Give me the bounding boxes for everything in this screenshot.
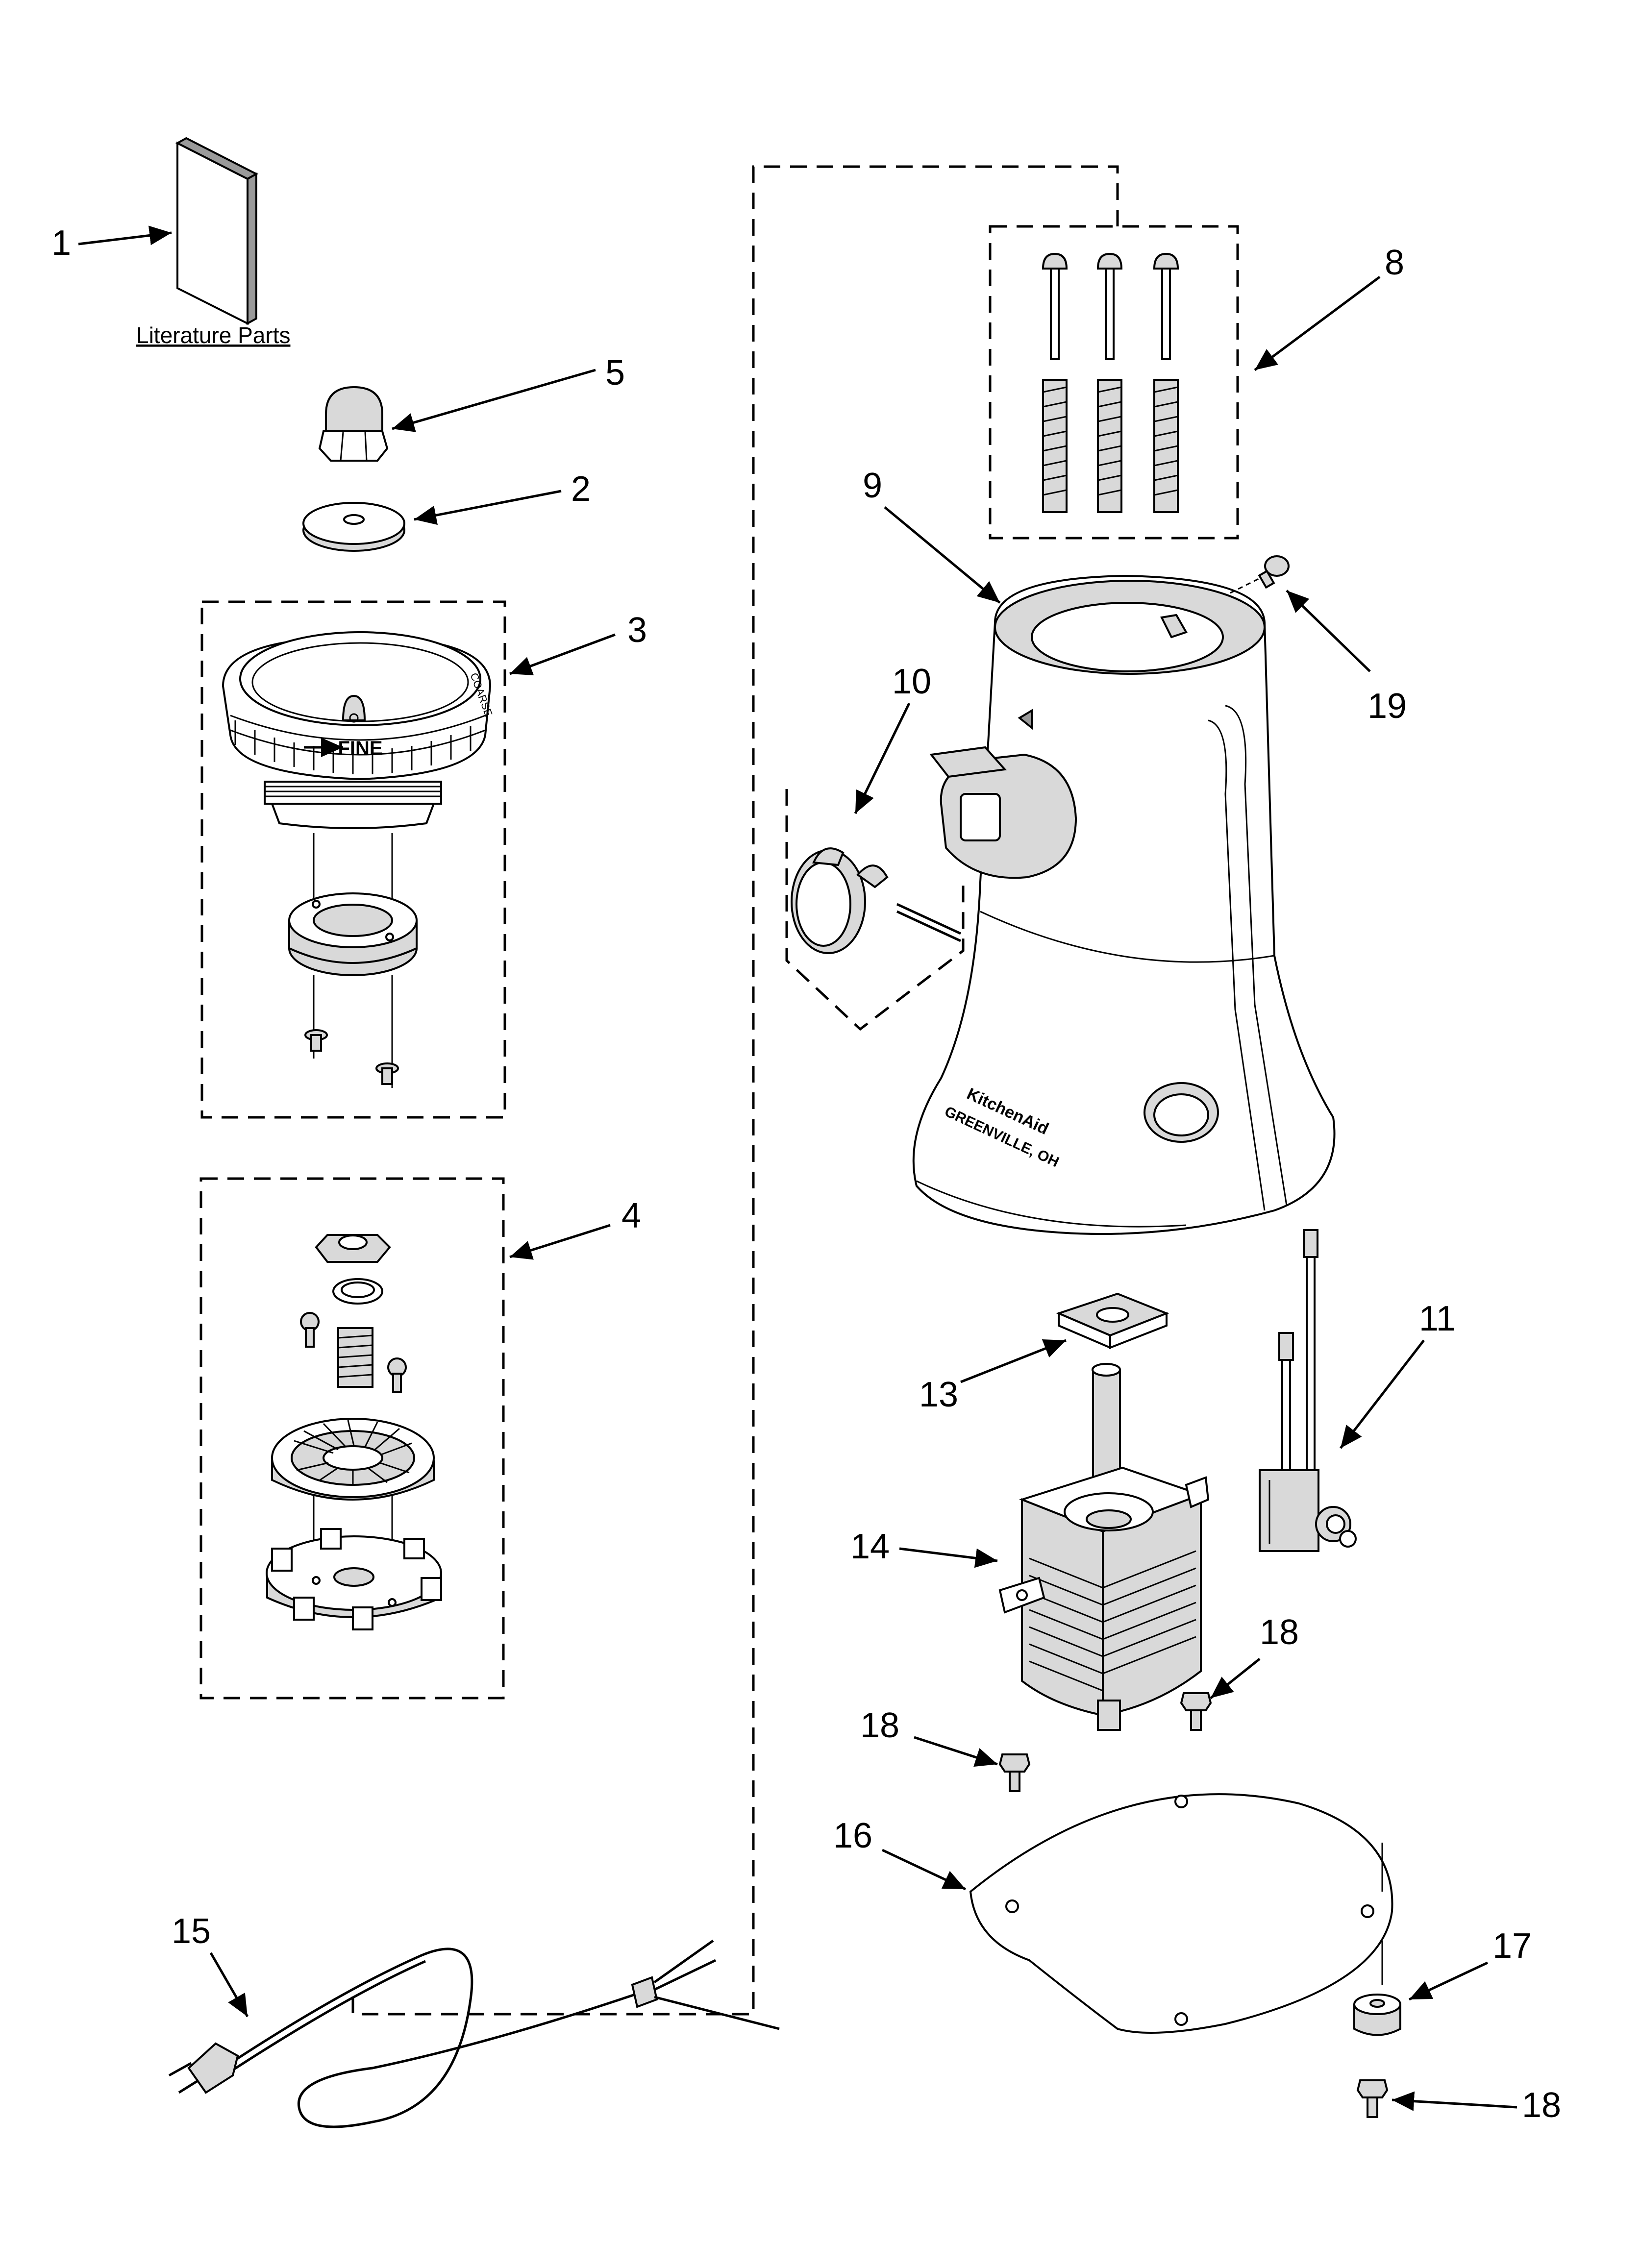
callout-9-label: 9 bbox=[863, 466, 882, 505]
burr-screw-left bbox=[304, 1029, 328, 1052]
part-5-acorn-nut bbox=[318, 386, 389, 462]
callout-11-label: 11 bbox=[1419, 1299, 1456, 1338]
callout-15: 15 bbox=[172, 1912, 249, 2018]
callout-5: 5 bbox=[392, 353, 625, 432]
bolt-spring-2 bbox=[1096, 252, 1123, 513]
callout-19-label: 19 bbox=[1368, 687, 1407, 726]
part-14-motor bbox=[998, 1363, 1210, 1731]
callout-19: 19 bbox=[1286, 590, 1407, 726]
fine-label: FINE bbox=[338, 738, 382, 759]
callout-14-label: 14 bbox=[850, 1527, 890, 1566]
part-9-housing: KitchenAid GREENVILLE, OH bbox=[912, 574, 1336, 1235]
assembly-group-connector bbox=[351, 165, 1119, 2016]
part-15-power-cord bbox=[168, 1939, 780, 2128]
part-18-screw-a bbox=[998, 1753, 1031, 1792]
part-18-screw-c bbox=[1356, 2079, 1389, 2118]
callout-9: 9 bbox=[863, 466, 1001, 604]
part-19-screw bbox=[1230, 555, 1290, 594]
part-1-literature: Literature Parts bbox=[136, 137, 290, 348]
callout-1-label: 1 bbox=[51, 223, 71, 263]
part-16-base-plate bbox=[969, 1793, 1393, 2034]
bolt-spring-1 bbox=[1042, 252, 1068, 513]
part-10-cover-plate bbox=[785, 789, 965, 1031]
callout-18-a: 18 bbox=[860, 1706, 998, 1767]
callout-4: 4 bbox=[509, 1196, 641, 1260]
part-13-pad bbox=[1056, 1292, 1169, 1350]
callout-16: 16 bbox=[833, 1816, 967, 1891]
callout-18c-label: 18 bbox=[1522, 2086, 1561, 2125]
callout-17: 17 bbox=[1408, 1926, 1532, 2001]
drive-screw-left bbox=[300, 1312, 320, 1348]
callout-2: 2 bbox=[414, 469, 591, 525]
part-3-burr-holder-assembly: FINE COARSE bbox=[200, 600, 506, 1119]
callout-17-label: 17 bbox=[1492, 1926, 1532, 1966]
callout-3: 3 bbox=[509, 611, 647, 676]
callout-14: 14 bbox=[850, 1527, 998, 1568]
drive-screw-right bbox=[387, 1357, 407, 1393]
part-2-washer bbox=[302, 502, 405, 552]
callout-8-label: 8 bbox=[1385, 243, 1404, 282]
callout-10-label: 10 bbox=[892, 662, 931, 701]
part-11-switch-assembly bbox=[1259, 1229, 1357, 1552]
part-18-screw-b bbox=[1180, 1692, 1212, 1731]
callout-11: 11 bbox=[1340, 1299, 1456, 1449]
callout-18-c: 18 bbox=[1392, 2086, 1561, 2125]
callout-15-label: 15 bbox=[172, 1912, 211, 1951]
callout-18-b: 18 bbox=[1210, 1613, 1299, 1699]
callout-5-label: 5 bbox=[605, 353, 625, 393]
part-17-foot bbox=[1353, 1994, 1401, 2036]
callout-2-label: 2 bbox=[571, 469, 591, 509]
callouts: 1 5 2 3 4 8 9 19 bbox=[51, 223, 1561, 2125]
callout-10: 10 bbox=[854, 662, 931, 814]
callout-8: 8 bbox=[1254, 243, 1404, 371]
callout-4-label: 4 bbox=[622, 1196, 641, 1235]
callout-18b-label: 18 bbox=[1260, 1613, 1299, 1652]
part-8-bolts-and-springs bbox=[989, 225, 1239, 540]
callout-1: 1 bbox=[51, 223, 172, 263]
callout-13-label: 13 bbox=[919, 1375, 958, 1414]
callout-3-label: 3 bbox=[627, 611, 647, 650]
part-4-burr-drive-assembly bbox=[199, 1177, 505, 1700]
bolt-spring-3 bbox=[1153, 252, 1179, 513]
literature-parts-label: Literature Parts bbox=[136, 322, 290, 348]
callout-18a-label: 18 bbox=[860, 1706, 899, 1745]
callout-13: 13 bbox=[919, 1339, 1067, 1414]
callout-16-label: 16 bbox=[833, 1816, 872, 1855]
burr-screw-right bbox=[375, 1062, 399, 1085]
